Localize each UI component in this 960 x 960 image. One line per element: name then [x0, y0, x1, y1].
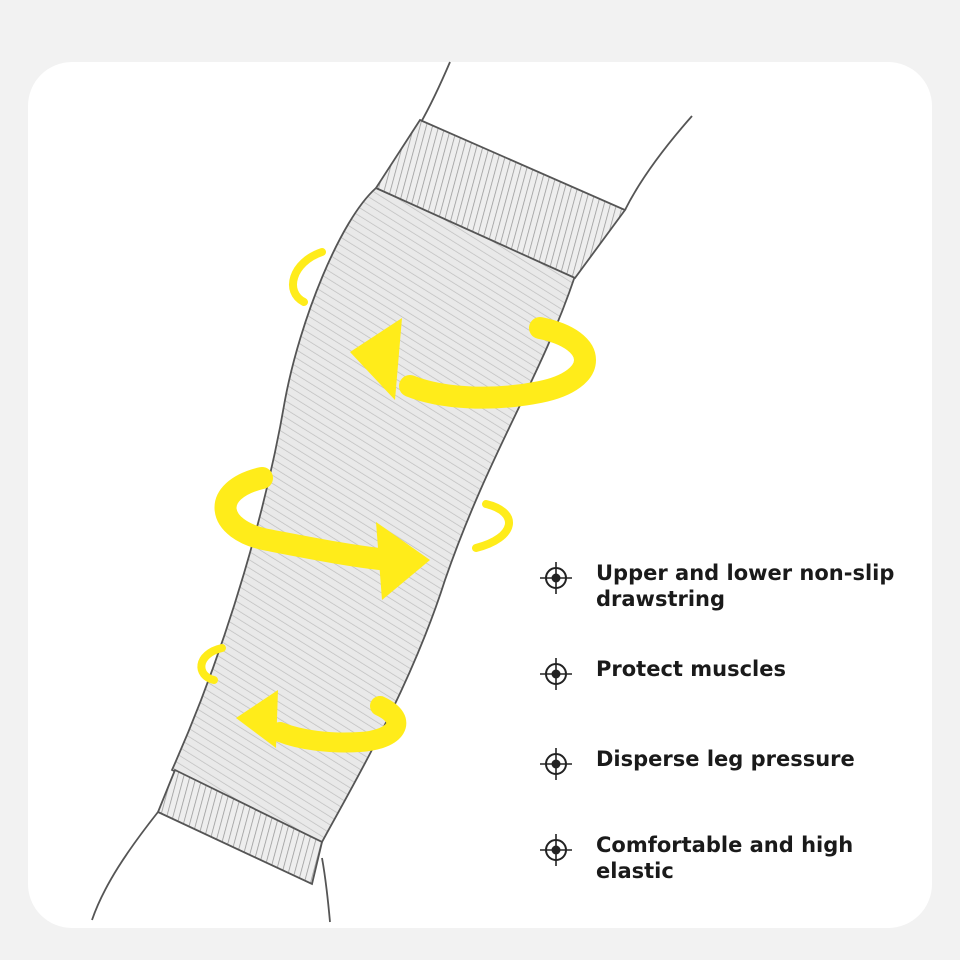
feature-label: Disperse leg pressure [596, 747, 855, 771]
feature-label: Protect muscles [596, 657, 786, 681]
leg-outline-right [321, 115, 693, 923]
top-cuff [374, 118, 627, 280]
swirl-arrow-top-icon [289, 248, 596, 409]
feature-label: Comfortable and high elastic [596, 833, 854, 883]
feature-label: Upper and lower non-slip drawstring [596, 561, 895, 611]
feature-item: Comfortable and high elastic [536, 830, 936, 884]
feature-item: Disperse leg pressure [536, 744, 855, 784]
feature-item: Protect muscles [536, 654, 786, 694]
swirl-arrow-bottom-icon [197, 644, 407, 753]
bottom-cuff [156, 768, 324, 886]
leg-outline-left [91, 61, 451, 921]
crosshair-icon [540, 658, 572, 690]
crosshair-icon [540, 748, 572, 780]
feature-item: Upper and lower non-slip drawstring [536, 558, 936, 612]
swirl-arrow-middle-icon [214, 467, 513, 600]
crosshair-icon [540, 562, 572, 594]
crosshair-icon [540, 834, 572, 866]
